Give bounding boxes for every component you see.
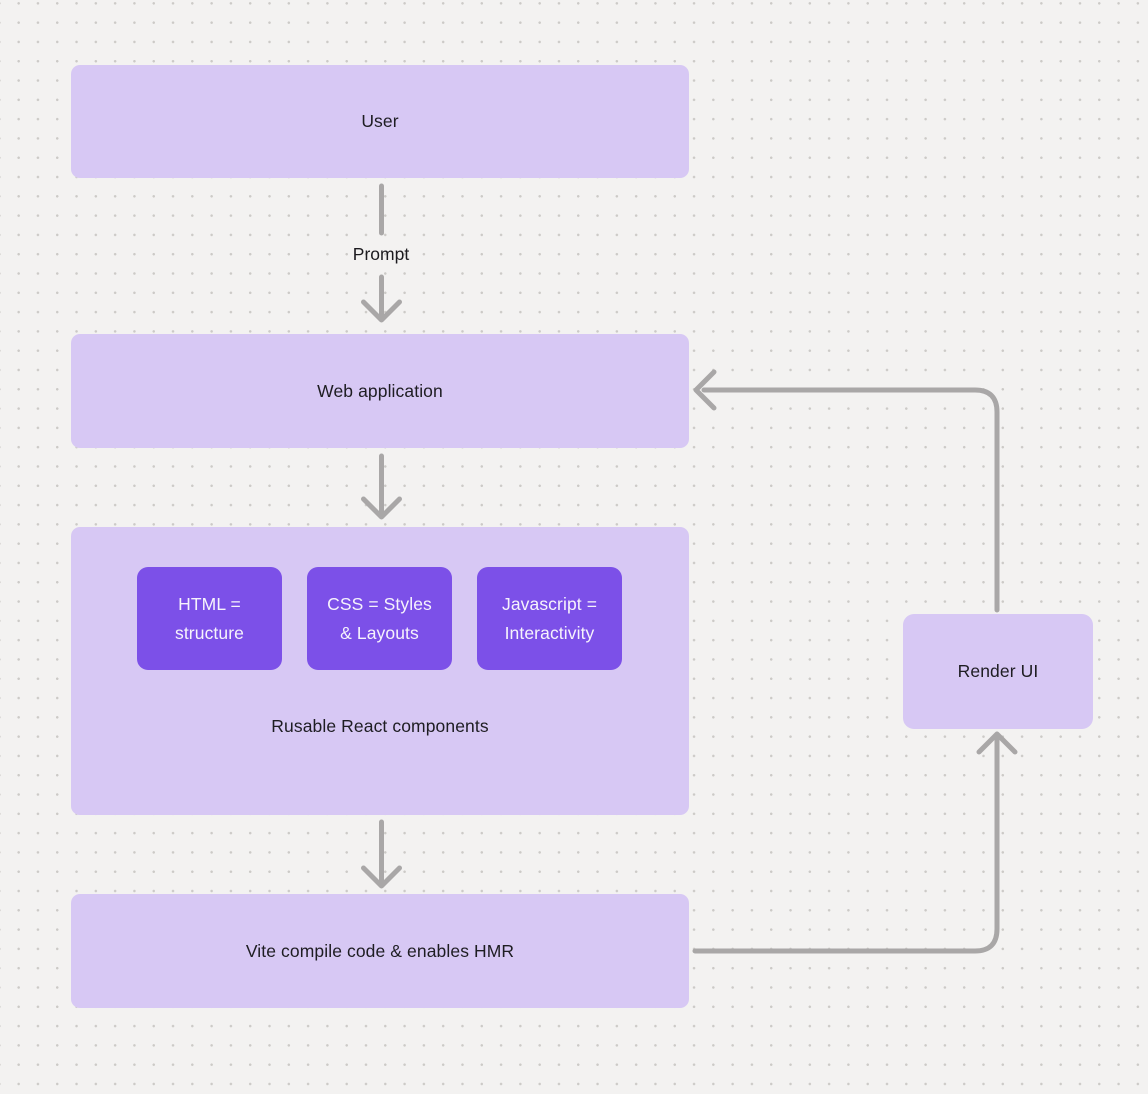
node-javascript-label-line2: Interactivity (504, 622, 595, 643)
node-css-label-line1: CSS = Styles (327, 593, 432, 614)
components-group-caption: Rusable React components (271, 716, 489, 736)
node-vite-label: Vite compile code & enables HMR (245, 940, 515, 961)
node-javascript: Javascript = Interactivity (477, 567, 622, 670)
node-html-label-line1: HTML = (178, 593, 241, 614)
node-html-label-line2: structure (175, 622, 244, 643)
node-user: User (71, 65, 689, 178)
edge-group-to-vite-arrow (361, 819, 402, 889)
node-html: HTML = structure (137, 567, 282, 670)
edge-vite-to-renderui-arrow (692, 731, 1018, 954)
node-vite: Vite compile code & enables HMR (71, 894, 689, 1008)
node-css-label-line2: & Layouts (340, 622, 419, 643)
node-render-ui-label: Render UI (957, 661, 1039, 681)
node-components-group: HTML = structure CSS = Styles & Layouts … (71, 527, 689, 815)
node-web-application-label: Web application (317, 380, 443, 401)
node-web-application: Web application (71, 334, 689, 448)
edge-renderui-to-webapp-arrow (693, 369, 1000, 613)
node-render-ui: Render UI (903, 614, 1093, 729)
edge-prompt-to-webapp-arrow (361, 274, 402, 323)
edge-label-prompt: Prompt (352, 244, 410, 264)
edge-webapp-to-group-arrow (361, 453, 402, 520)
node-javascript-label-line1: Javascript = (501, 593, 598, 614)
node-css: CSS = Styles & Layouts (307, 567, 452, 670)
node-user-label: User (361, 111, 399, 131)
